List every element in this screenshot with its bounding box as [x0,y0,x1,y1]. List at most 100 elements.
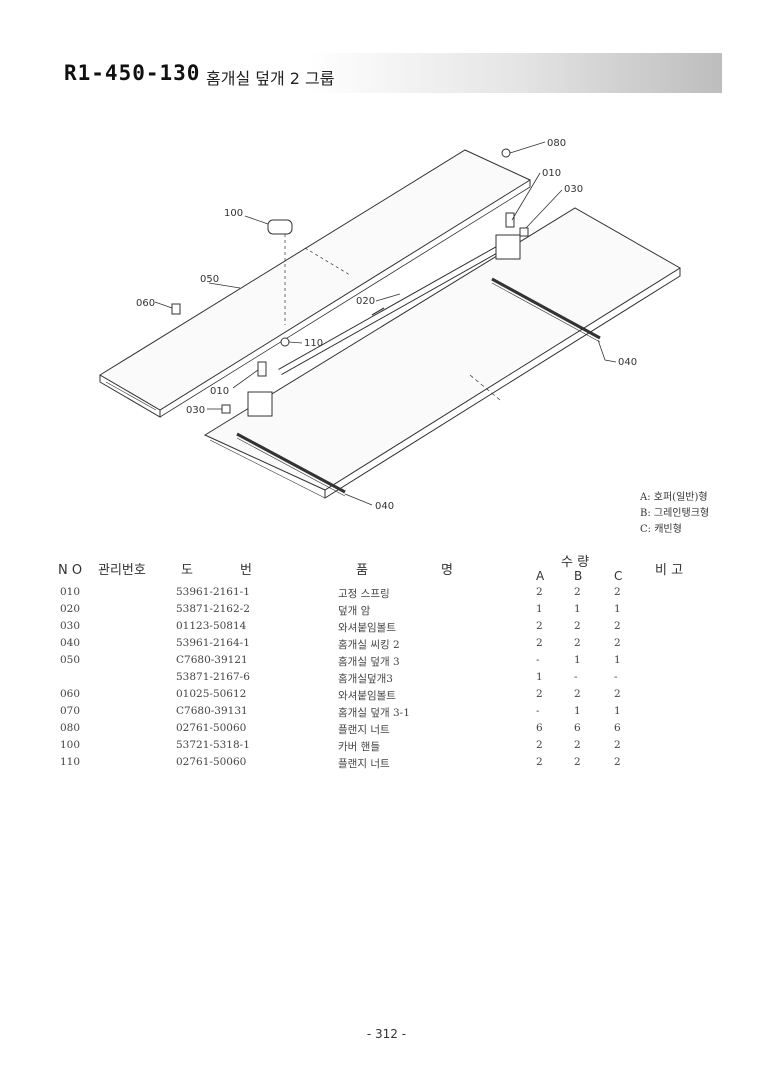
header-c: C [614,569,623,583]
cell-no: 100 [60,739,81,751]
exploded-parts-diagram: 080 010 030 100 050 060 020 110 010 030 … [99,138,681,512]
cell-qty-b: 2 [574,637,581,649]
cell-drawing-no: 53961-2164-1 [176,637,250,649]
table-row: 010 53961-2161-1 고정 스프링 2 2 2 [0,586,773,603]
cell-qty-a: - [536,654,540,666]
callout-030-upper: 030 [564,184,583,195]
cell-part-name: 플랜지 너트 [338,758,390,770]
cell-qty-b: - [574,671,578,683]
cell-drawing-no: 01123-50814 [176,620,247,632]
cell-part-name: 홈개실덮개3 [338,673,393,685]
callout-040-upper: 040 [618,357,637,368]
header-name-1: 품 [356,563,368,578]
cell-no: 040 [60,637,81,649]
cell-drawing-no: C7680-39121 [176,654,248,666]
cell-qty-a: 2 [536,739,543,751]
table-row: 040 53961-2164-1 홈개실 씨킹 2 2 2 2 [0,637,773,654]
flange-nut-080 [501,148,511,158]
cell-qty-c: - [614,671,618,683]
header-dwg-2: 번 [240,563,252,578]
cell-qty-b: 2 [574,756,581,768]
callout-030-lower: 030 [186,405,205,416]
cell-qty-a: 6 [536,722,543,734]
table-row: 050 C7680-39121 홈개실 덮개 3 - 1 1 [0,654,773,671]
page-header: R1-450-130 홈개실 덮개 2 그룹 [54,53,722,93]
table-row: 060 01025-50612 와셔붙임볼트 2 2 2 [0,688,773,705]
parts-table-header: N O 관리번호 도 번 품 명 수 량 A B C 비 고 [0,555,773,591]
callout-020: 020 [356,296,375,307]
callout-050: 050 [200,274,219,285]
callout-010-upper: 010 [542,168,561,179]
callout-110: 110 [304,338,323,349]
table-row: 070 C7680-39131 홈개실 덮개 3-1 - 1 1 [0,705,773,722]
group-code: R1-450-130 [64,61,201,85]
callout-010-lower: 010 [210,386,229,397]
table-row: 080 02761-50060 플랜지 너트 6 6 6 [0,722,773,739]
cell-part-name: 홈개실 덮개 3 [338,656,400,668]
cell-drawing-no: 01025-50612 [176,688,247,700]
table-row: 030 01123-50814 와셔붙임볼트 2 2 2 [0,620,773,637]
cell-no: 030 [60,620,81,632]
legend-a: A: 호퍼(일반)형 [640,492,708,503]
cell-no: 080 [60,722,81,734]
header-mgmt: 관리번호 [98,563,146,578]
callout-080: 080 [547,138,566,149]
cell-part-name: 와셔붙임볼트 [338,690,396,702]
cell-qty-c: 2 [614,739,621,751]
cell-qty-a: 2 [536,620,543,632]
cell-no: 110 [60,756,81,768]
cover-arm-020 [278,244,502,376]
callout-060: 060 [136,298,155,309]
cell-part-name: 홈개실 덮개 3-1 [338,707,410,719]
cell-no: 070 [60,705,81,717]
cell-qty-a: 2 [536,637,543,649]
cell-drawing-no: 53721-5318-1 [176,739,250,751]
cell-qty-c: 2 [614,620,621,632]
cell-qty-c: 6 [614,722,621,734]
cell-drawing-no: 02761-50060 [176,756,247,768]
cell-drawing-no: C7680-39131 [176,705,248,717]
header-qty: 수 량 [561,555,590,570]
cell-qty-a: 1 [536,603,543,615]
cell-part-name: 카버 핸들 [338,741,380,753]
cell-no: 060 [60,688,81,700]
cell-no: 010 [60,586,81,598]
cell-qty-b: 2 [574,620,581,632]
cell-qty-c: 1 [614,603,621,615]
callout-040-lower: 040 [375,501,394,512]
cover-panel-lower [203,207,681,499]
cell-no: 020 [60,603,81,615]
cell-drawing-no: 53871-2167-6 [176,671,250,683]
header-no: N O [58,563,83,578]
cover-handle-100 [267,219,293,325]
cell-qty-b: 2 [574,688,581,700]
table-row: 53871-2167-6 홈개실덮개3 1 - - [0,671,773,688]
legend-b: B: 그레인탱크형 [640,508,710,519]
header-dwg-1: 도 [181,563,193,578]
cell-qty-b: 6 [574,722,581,734]
seal-strip-040-lower [236,432,346,497]
callout-100: 100 [224,208,243,219]
cover-panel-050 [99,149,532,418]
cell-qty-b: 1 [574,654,581,666]
cell-drawing-no: 53871-2162-2 [176,603,250,615]
cell-qty-c: 2 [614,688,621,700]
bracket-upper [495,212,529,260]
cell-qty-c: 2 [614,637,621,649]
legend-c: C: 캐빈형 [640,524,682,535]
table-row: 100 53721-5318-1 카버 핸들 2 2 2 [0,739,773,756]
header-name-2: 명 [441,563,453,578]
cell-qty-a: 2 [536,688,543,700]
cell-no: 050 [60,654,81,666]
header-note: 비 고 [655,563,684,578]
cell-qty-c: 2 [614,756,621,768]
cell-qty-c: 1 [614,654,621,666]
table-row: 110 02761-50060 플랜지 너트 2 2 2 [0,756,773,773]
cell-part-name: 홈개실 씨킹 2 [338,639,400,651]
bolt-060 [171,303,181,315]
cell-qty-a: 2 [536,756,543,768]
cell-qty-a: - [536,705,540,717]
cell-drawing-no: 53961-2161-1 [176,586,250,598]
cell-qty-b: 1 [574,603,581,615]
cell-part-name: 고정 스프링 [338,588,390,600]
